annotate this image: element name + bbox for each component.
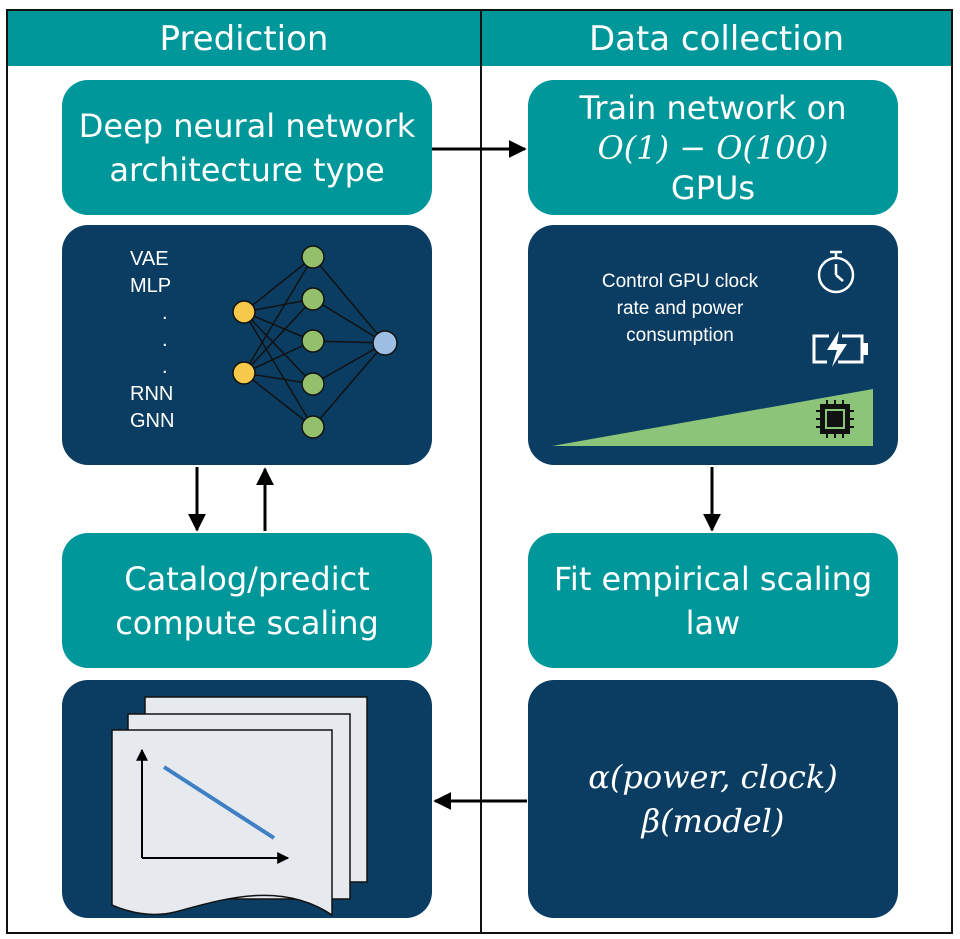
architecture-type-line2: architecture type [109, 150, 385, 189]
hidden-node [301, 329, 325, 353]
fit-line1: Fit empirical scaling [553, 559, 873, 598]
prediction-header-label: Prediction [159, 18, 329, 59]
battery-charging-icon [812, 331, 868, 367]
fit-line2: law [685, 603, 741, 642]
fit-scaling-law-box: Fit empirical scaling law [528, 533, 898, 668]
train-line1: Train network on [579, 88, 847, 127]
chip-icon [816, 400, 854, 438]
prediction-header: Prediction [8, 11, 480, 66]
network-edges [243, 256, 386, 428]
train-line3: GPUs [670, 168, 756, 207]
flow-arrows [188, 140, 721, 810]
neural-network-diagram [232, 245, 398, 439]
architecture-item: VAE [130, 248, 169, 270]
scaling-formula-box: α(power, clock) β(model) [528, 680, 898, 918]
catalog-predict-box: Catalog/predict compute scaling [62, 533, 432, 668]
stopwatch-icon [817, 250, 855, 294]
hidden-node [301, 287, 325, 311]
control-line2: rate and power [616, 298, 744, 319]
input-node [232, 300, 256, 324]
train-gpu-range: O(1) − O(100) [597, 128, 829, 167]
architecture-item: . [162, 356, 168, 378]
architecture-item: . [162, 329, 168, 351]
output-node [372, 330, 398, 356]
gpu-control-text: Control GPU clock rate and power consump… [555, 268, 805, 349]
architecture-item: GNN [130, 410, 175, 432]
formula-beta: β(model) [641, 802, 785, 840]
input-node [232, 361, 256, 385]
power-ramp [552, 389, 873, 446]
data-collection-header-label: Data collection [588, 18, 845, 59]
diagram-frame [6, 9, 953, 934]
architecture-item: . [162, 302, 168, 324]
data-collection-header: Data collection [482, 11, 951, 66]
hidden-node [301, 372, 325, 396]
train-network-box: Train network on O(1) − O(100) GPUs [528, 80, 898, 215]
architecture-item: RNN [130, 383, 174, 405]
control-line1: Control GPU clock [601, 271, 759, 292]
formula-alpha: α(power, clock) [588, 758, 838, 796]
hidden-node [301, 245, 325, 269]
plot-trend-line [162, 765, 276, 840]
catalog-line2: compute scaling [115, 603, 379, 642]
plot-page-front [111, 729, 333, 917]
catalog-line1: Catalog/predict [124, 559, 370, 598]
architecture-type-box: Deep neural network architecture type [62, 80, 432, 215]
stacked-plot-pages [111, 696, 368, 917]
architecture-list: VAE MLP . . . RNN GNN [130, 246, 174, 435]
column-divider [480, 9, 482, 934]
architecture-item: MLP [130, 275, 172, 297]
network-panel [62, 225, 432, 465]
control-line3: consumption [626, 325, 734, 346]
hidden-node [301, 415, 325, 439]
architecture-type-line1: Deep neural network [78, 106, 416, 145]
